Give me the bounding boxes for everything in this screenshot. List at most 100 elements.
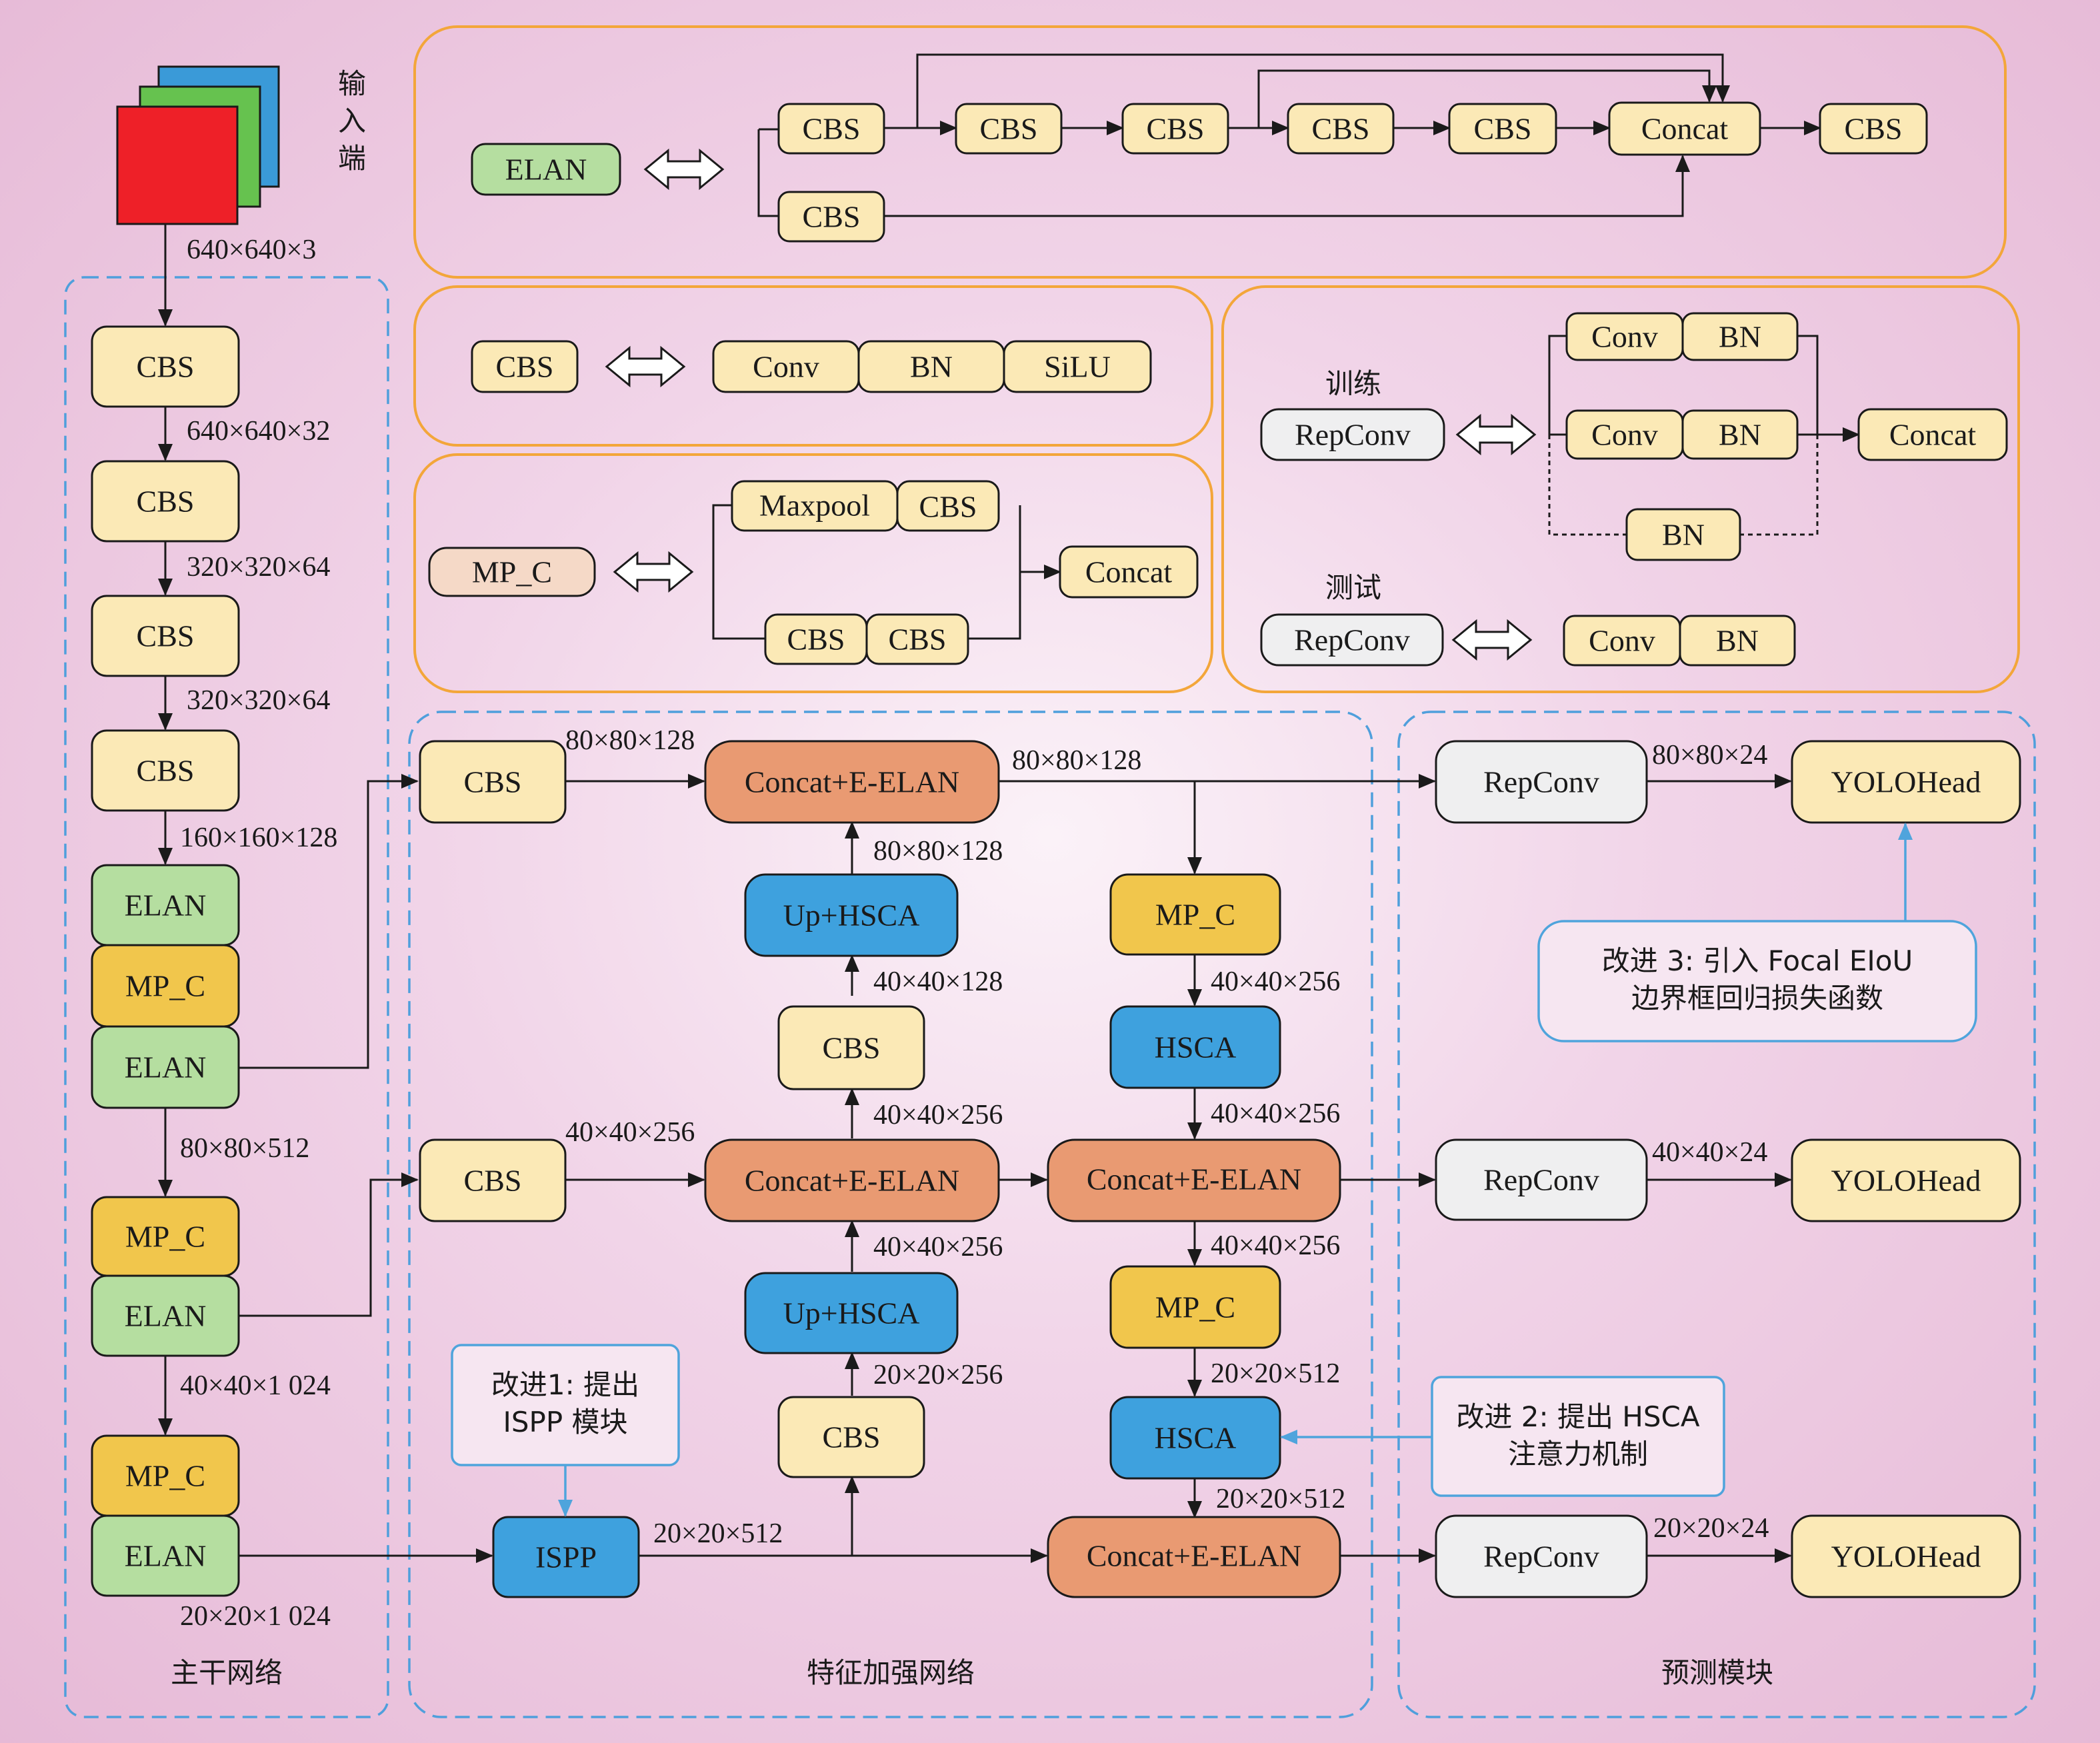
- head-yolohead-3: [1791, 1514, 2021, 1598]
- input-shape-label: 640×640×3: [187, 235, 316, 265]
- neck-cbs-top-label: CBS: [464, 765, 522, 799]
- legend-repconv-diagram: [1548, 335, 1860, 536]
- head-yolohead-2: [1791, 1138, 2021, 1222]
- note-hsca-line-2: 注意力机制: [1508, 1438, 1648, 1470]
- backbone-block-11-label: ELAN: [125, 1539, 207, 1573]
- legend-repconv-bn-box: [1681, 409, 1799, 460]
- legend-elan-cbs-box: [1448, 103, 1557, 155]
- backbone-connectors: [158, 224, 493, 1563]
- backbone-shape-7: 20×20×1 024: [180, 1601, 331, 1632]
- backbone-block-6-label: MP_C: [125, 969, 205, 1003]
- neck-hsca-top-label: HSCA: [1155, 1030, 1237, 1064]
- legend-mpc-block: [428, 547, 596, 597]
- legend-mpc-cbs-label: CBS: [889, 623, 947, 657]
- head-repconv-3: [1435, 1514, 1648, 1598]
- backbone-block-1-label: CBS: [137, 350, 195, 384]
- backbone-shape-4: 160×160×128: [180, 823, 337, 853]
- backbone-block-11: [91, 1514, 240, 1597]
- backbone-block-8-label: MP_C: [125, 1220, 205, 1254]
- legend-elan-cbs-label: CBS: [803, 200, 861, 234]
- neck-shape-label: 40×40×256: [873, 1100, 1003, 1130]
- legend-elan-equiv-icon: [643, 148, 725, 191]
- note-hsca-line-1: 改进 2: 提出 HSCA: [1456, 1400, 1699, 1433]
- legend-elan-cbs-label: CBS: [1474, 112, 1532, 146]
- legend-elan-cbs-box: [777, 103, 885, 155]
- neck-concat-elan-mid-right-label: Concat+E-ELAN: [1087, 1162, 1301, 1196]
- neck-shape-label: 40×40×128: [873, 966, 1003, 997]
- head-repconv-2: [1435, 1138, 1648, 1221]
- legend-elan-panel: [413, 25, 2007, 279]
- legend-repconv-bn-label: BN: [1662, 518, 1705, 552]
- neck-up-hsca-bottom-label: Up+HSCA: [783, 1296, 920, 1330]
- legend-repconv-conv-label: Conv: [1589, 624, 1655, 658]
- backbone-block-3-label: CBS: [137, 619, 195, 653]
- head-section-border: [1397, 711, 2036, 1718]
- neck-cbs-mid-label: CBS: [464, 1164, 522, 1198]
- head-repconv-2-label: RepConv: [1483, 1163, 1599, 1197]
- note-focal-eiou-line-1: 改进 3: 引入 Focal EIoU: [1602, 944, 1913, 977]
- legend-cbs-silu-label: SiLU: [1044, 350, 1111, 384]
- neck-shape-label: 40×40×256: [873, 1232, 1003, 1262]
- legend-repconv-test-name: RepConv: [1294, 623, 1410, 657]
- legend-repconv-train-name: RepConv: [1295, 418, 1411, 452]
- legend-repconv-concat-box: [1857, 408, 2008, 461]
- neck-cbs-mid: [419, 1138, 567, 1222]
- legend-elan-cbs-label: CBS: [1312, 112, 1370, 146]
- legend-repconv-concat-label: Concat: [1889, 418, 1977, 452]
- neck-up-hsca-bottom: [744, 1272, 959, 1354]
- backbone-block-7-label: ELAN: [125, 1050, 207, 1084]
- neck-shape-label: 20×20×512: [653, 1518, 783, 1549]
- legend-elan-cbs-label: CBS: [1845, 112, 1903, 146]
- legend-elan-concat-label: Concat: [1641, 112, 1729, 146]
- head-shape-label: 20×20×24: [1653, 1513, 1769, 1544]
- head-repconv-1-label: RepConv: [1483, 765, 1599, 799]
- head-yolohead-3-label: YOLOHead: [1831, 1540, 1981, 1574]
- neck-concat-elan-mid-left: [704, 1138, 1000, 1222]
- legend-elan-cbs-box: [1287, 103, 1395, 155]
- backbone-block-4-label: CBS: [137, 754, 195, 788]
- note-ispp-box: [451, 1344, 680, 1466]
- neck-shape-label: 20×20×512: [1216, 1484, 1345, 1514]
- legend-mpc-equiv-icon: [613, 551, 694, 593]
- legend-repconv-train-block: [1260, 408, 1445, 461]
- legend-elan-cbs-label: CBS: [803, 112, 861, 146]
- backbone-block-1: [91, 325, 240, 408]
- neck-shape-label: 40×40×256: [1211, 1230, 1340, 1261]
- neck-ispp-label: ISPP: [535, 1540, 597, 1574]
- neck-mpc-bottom-label: MP_C: [1155, 1290, 1235, 1324]
- backbone-shape-5: 80×80×512: [180, 1133, 309, 1164]
- head-yolohead-2-label: YOLOHead: [1831, 1164, 1981, 1198]
- legend-cbs-bn-label: BN: [910, 350, 953, 384]
- legend-repconv-bn-box: [1679, 615, 1796, 667]
- input-image-icon: [116, 65, 280, 225]
- neck-shape-label: 20×20×512: [1211, 1358, 1340, 1389]
- legend-elan-cbs-label: CBS: [980, 112, 1038, 146]
- neck-hsca-top: [1109, 1005, 1281, 1089]
- legend-repconv-test-block: [1260, 613, 1444, 667]
- legend-elan-cbs-box: [1819, 103, 1928, 155]
- note-ispp-line-2: ISPP 模块: [503, 1406, 627, 1438]
- legend-repconv-bn-box: [1625, 508, 1741, 561]
- neck-mpc-top: [1109, 873, 1281, 956]
- neck-connectors: [565, 774, 1792, 1563]
- head-section-label: 预测模块: [1661, 1656, 1773, 1689]
- legend-elan-label: ELAN: [505, 153, 587, 187]
- neck-hsca-bottom-label: HSCA: [1155, 1421, 1237, 1455]
- backbone-block-10-label: MP_C: [125, 1459, 205, 1493]
- legend-mpc-label: MP_C: [472, 555, 552, 589]
- neck-shape-label: 80×80×128: [1012, 745, 1141, 776]
- neck-cbs-upper: [777, 1005, 925, 1090]
- legend-elan-cbs-box: [777, 191, 885, 243]
- legend-repconv-train-equiv-icon: [1455, 413, 1537, 456]
- neck-section-label: 特征加强网络: [807, 1656, 975, 1689]
- head-repconv-3-label: RepConv: [1483, 1540, 1599, 1574]
- head-repconv-1: [1435, 740, 1648, 824]
- neck-cbs-lower-label: CBS: [823, 1420, 881, 1454]
- neck-section-border: [408, 711, 1373, 1718]
- neck-shape-label: 80×80×128: [565, 725, 695, 756]
- legend-repconv-conv-label: Conv: [1591, 320, 1658, 354]
- legend-repconv-bn-label: BN: [1719, 320, 1761, 354]
- legend-repconv-conv-label: Conv: [1591, 418, 1658, 452]
- head-shape-label: 80×80×24: [1652, 740, 1767, 771]
- legend-elan-diagram: [757, 53, 1821, 217]
